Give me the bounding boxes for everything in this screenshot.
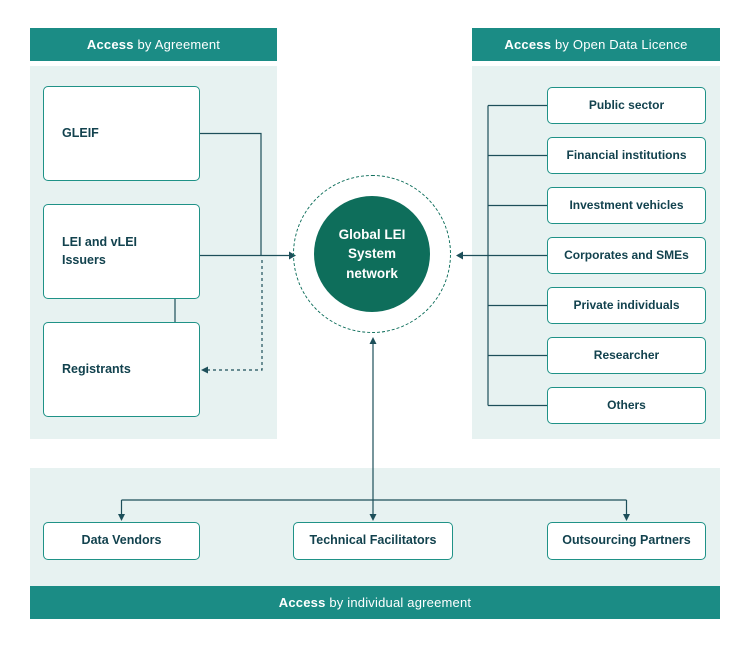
node-corporates-smes-label: Corporates and SMEs	[564, 248, 689, 263]
left-header-bold: Access	[86, 37, 134, 52]
node-data-vendors: Data Vendors	[43, 522, 200, 560]
node-private-individuals-label: Private individuals	[573, 298, 680, 313]
node-lei-vlei-issuers-label: LEI and vLEI Issuers	[62, 235, 138, 267]
node-outsourcing-partners: Outsourcing Partners	[547, 522, 706, 560]
left-panel-header: Access by Agreement	[30, 28, 277, 61]
node-researcher-label: Researcher	[593, 348, 660, 363]
node-gleif: GLEIF	[43, 86, 200, 181]
node-financial-institutions: Financial institutions	[547, 137, 706, 174]
network-label-line3: network	[346, 265, 398, 281]
bottom-header-rest: by individual agreement	[325, 595, 472, 610]
node-outsourcing-partners-label: Outsourcing Partners	[562, 533, 691, 548]
node-private-individuals: Private individuals	[547, 287, 706, 324]
node-gleif-label: GLEIF	[62, 125, 99, 140]
node-investment-vehicles-label: Investment vehicles	[569, 198, 684, 213]
network-label-line1: Global LEI	[338, 226, 406, 242]
node-others-label: Others	[607, 398, 646, 413]
right-panel-header: Access by Open Data Licence	[472, 28, 720, 61]
network-circle: Global LEI System network	[314, 196, 430, 312]
node-public-sector: Public sector	[547, 87, 706, 124]
node-investment-vehicles: Investment vehicles	[547, 187, 706, 224]
node-technical-facilitators-label: Technical Facilitators	[309, 533, 437, 548]
right-header-bold: Access	[504, 37, 552, 52]
node-public-sector-label: Public sector	[588, 98, 665, 113]
right-header-rest: by Open Data Licence	[551, 37, 688, 52]
node-data-vendors-label: Data Vendors	[81, 533, 162, 548]
network-label-line2: System	[347, 246, 397, 262]
node-financial-institutions-label: Financial institutions	[566, 148, 687, 163]
node-researcher: Researcher	[547, 337, 706, 374]
bottom-header-bold: Access	[278, 595, 326, 610]
node-lei-vlei-issuers: LEI and vLEI Issuers	[43, 204, 200, 299]
bottom-panel-header: Access by individual agreement	[30, 586, 720, 619]
node-corporates-smes: Corporates and SMEs	[547, 237, 706, 274]
left-header-rest: by Agreement	[133, 37, 221, 52]
node-technical-facilitators: Technical Facilitators	[293, 522, 453, 560]
node-registrants-label: Registrants	[62, 361, 131, 376]
node-registrants: Registrants	[43, 322, 200, 417]
node-others: Others	[547, 387, 706, 424]
network-dashed-ring	[293, 175, 451, 333]
